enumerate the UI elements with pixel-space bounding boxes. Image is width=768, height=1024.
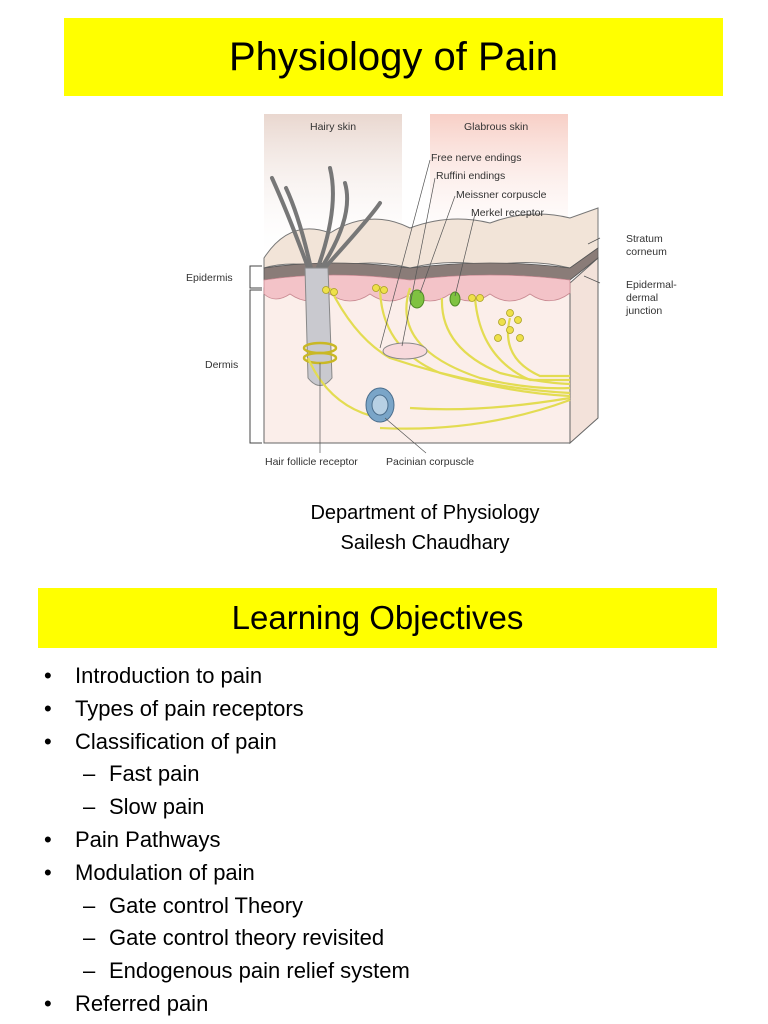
objective-subitem: Fast pain bbox=[40, 758, 740, 791]
label-epidermis: Epidermis bbox=[186, 272, 233, 284]
meissner-corpuscle bbox=[409, 289, 425, 309]
skin-receptors-diagram: Hairy skin Glabrous skin Free nerve endi… bbox=[186, 114, 680, 468]
label-hair-follicle-receptor: Hair follicle receptor bbox=[265, 456, 358, 468]
author-name: Sailesh Chaudhary bbox=[340, 532, 510, 554]
objective-item: Introduction to pain bbox=[40, 660, 740, 693]
merkel-receptor bbox=[449, 291, 461, 307]
objective-item: Classification of pain bbox=[40, 726, 740, 759]
objectives-banner: Learning Objectives bbox=[38, 588, 717, 648]
label-dermis: Dermis bbox=[205, 359, 238, 371]
label-meissner-corpuscle: Meissner corpuscle bbox=[456, 189, 547, 201]
objective-item: Pain Pathways bbox=[40, 824, 740, 857]
label-stratum-line-1: Stratum bbox=[626, 233, 663, 245]
nerve-fibers bbox=[306, 285, 571, 430]
objective-item: Modulation of pain bbox=[40, 857, 740, 890]
objectives-heading: Learning Objectives bbox=[231, 599, 524, 636]
objective-subitem: Gate control Theory bbox=[40, 890, 740, 923]
department-name: Department of Physiology bbox=[310, 502, 540, 524]
nerve-ending-dots bbox=[322, 284, 524, 342]
block-side-face bbox=[569, 256, 599, 445]
layer-brackets bbox=[249, 265, 262, 444]
label-glabrous-skin: Glabrous skin bbox=[464, 121, 528, 133]
label-ruffini-endings: Ruffini endings bbox=[436, 170, 505, 182]
label-epidermal-dermal-junction: Epidermal- dermal junction bbox=[625, 279, 680, 317]
leader-lines bbox=[319, 159, 601, 454]
label-hairy-skin: Hairy skin bbox=[310, 121, 356, 133]
label-free-nerve-endings: Free nerve endings bbox=[431, 152, 521, 164]
label-pacinian-corpuscle: Pacinian corpuscle bbox=[386, 456, 474, 468]
objective-subitem: Endogenous pain relief system bbox=[40, 955, 740, 988]
page-title: Physiology of Pain bbox=[228, 34, 559, 79]
title-banner: Physiology of Pain bbox=[64, 18, 723, 96]
objective-item: Types of pain receptors bbox=[40, 693, 740, 726]
label-stratum-corneum: Stratum corneum bbox=[626, 233, 667, 258]
label-stratum-line-2: corneum bbox=[626, 246, 667, 258]
ruffini-ending bbox=[382, 342, 428, 360]
credits: Department of Physiology Sailesh Chaudha… bbox=[230, 498, 620, 558]
objectives-list: Introduction to painTypes of pain recept… bbox=[40, 660, 740, 1021]
objective-item: Referred pain bbox=[40, 988, 740, 1021]
hair-follicle bbox=[304, 267, 333, 386]
label-junction-line-1: Epidermal- bbox=[626, 279, 677, 291]
objective-subitem: Slow pain bbox=[40, 791, 740, 824]
hairs bbox=[270, 166, 382, 275]
label-junction-line-2: dermal bbox=[626, 292, 658, 304]
label-junction-line-3: junction bbox=[625, 305, 662, 317]
objective-subitem: Gate control theory revisited bbox=[40, 922, 740, 955]
label-merkel-receptor: Merkel receptor bbox=[471, 207, 544, 219]
